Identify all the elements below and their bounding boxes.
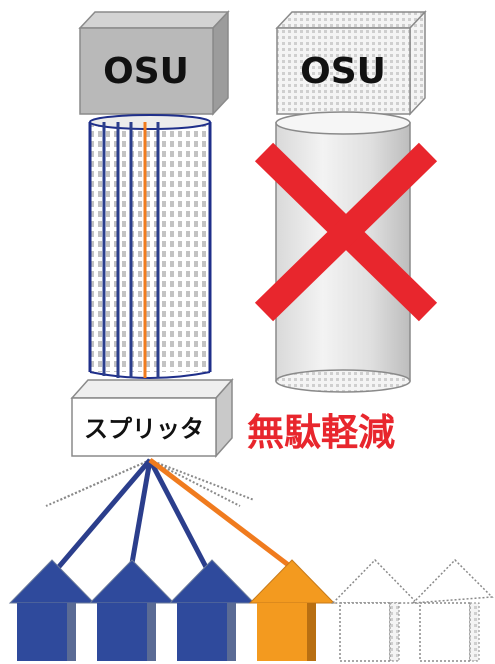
splitter-label: スプリッタ	[84, 415, 204, 443]
drop-lines	[45, 458, 293, 571]
fiber-cable	[88, 114, 212, 379]
cross-mark-icon	[254, 142, 438, 322]
house-2	[88, 559, 176, 661]
left-osu-box: OSU	[78, 10, 230, 116]
house-6-unused	[411, 558, 494, 662]
house-5-unused	[331, 558, 419, 662]
house-3	[168, 559, 256, 661]
house-1	[8, 559, 96, 661]
left-osu-label: OSU	[103, 51, 189, 92]
right-osu-box: OSU	[275, 10, 427, 116]
splitter-box: スプリッタ	[70, 378, 234, 458]
house-4	[248, 559, 336, 661]
waste-reduction-label: 無駄軽減	[247, 411, 395, 454]
right-osu-label: OSU	[300, 51, 386, 92]
